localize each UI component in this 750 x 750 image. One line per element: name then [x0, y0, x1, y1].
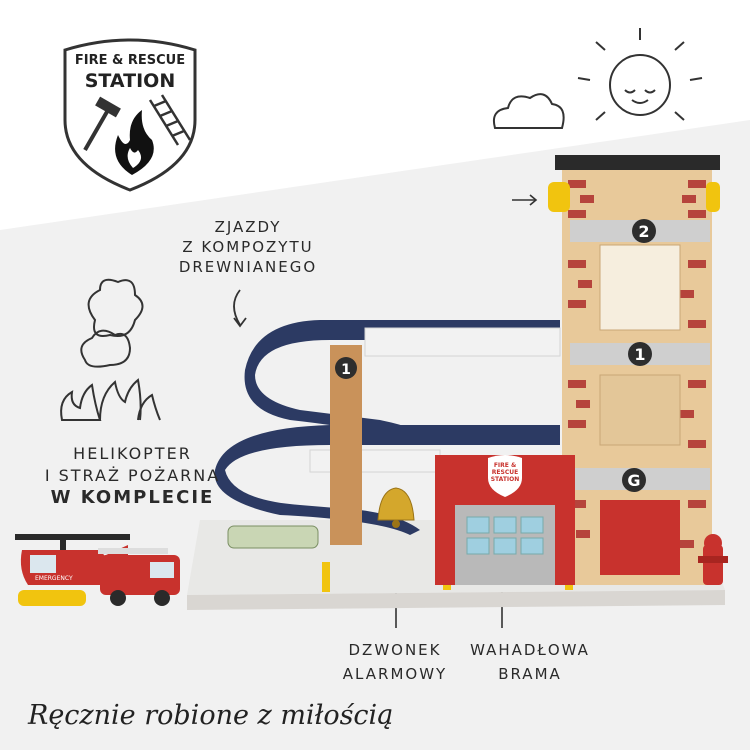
callout-ramps-line1: ZJAZDY [214, 218, 282, 236]
tower [548, 155, 720, 585]
bell-icon [377, 487, 415, 528]
ramps [214, 320, 561, 545]
badge-title-line2: STATION [84, 70, 176, 92]
callout-ramps: ZJAZDY Z KOMPOZYTU DREWNIANEGO [148, 217, 348, 277]
garage-badge-label: FIRE & RESCUE STATION [490, 462, 520, 483]
fire-station-badge-icon [63, 38, 197, 192]
callout-gate-line2: BRAMA [498, 665, 562, 683]
callout-ramps-line3: DREWNIANEGO [178, 258, 318, 276]
callout-gate-line1: WAHADŁOWA [470, 641, 590, 659]
tagline: Ręcznie robione z miłością [28, 700, 394, 731]
badge-title-line1: FIRE & RESCUE [74, 53, 186, 68]
callout-helicopter-line2: I STRAŻ POŻARNA [44, 466, 221, 485]
cloud-icon [492, 93, 565, 129]
callout-bell-line1: DZWONEK [348, 641, 442, 659]
callout-helicopter-line3: W KOMPLECIE [50, 487, 215, 508]
hydrant-icon [698, 534, 728, 585]
svg-text:G: G [627, 471, 640, 490]
sun-icon [577, 28, 703, 121]
ramp-floor-marker: 1 [335, 357, 357, 379]
svg-text:2: 2 [638, 222, 649, 241]
floor-marker-g: G [622, 468, 646, 492]
ramps-arrow [233, 289, 241, 326]
svg-text:1: 1 [341, 362, 351, 378]
callout-gate: WAHADŁOWA BRAMA [440, 638, 620, 686]
callout-ramps-line2: Z KOMPOZYTU [182, 238, 314, 256]
helicopter-label: EMERGENCY [35, 575, 73, 582]
callout-helicopter: HELIKOPTER I STRAŻ POŻARNA W KOMPLECIE [25, 443, 240, 509]
svg-text:1: 1 [634, 345, 645, 364]
helicopter-toy [15, 534, 130, 606]
fire-truck-toy [98, 548, 180, 606]
garage [435, 455, 575, 585]
smoke-fire-icon [60, 278, 161, 421]
callout-helicopter-line1: HELIKOPTER [73, 444, 192, 463]
floor-marker-2: 2 [632, 219, 656, 243]
callout-bell-line2: ALARMOWY [342, 665, 448, 683]
callout-bell: DZWONEK ALARMOWY [300, 638, 490, 686]
floor-marker-1: 1 [628, 342, 652, 366]
